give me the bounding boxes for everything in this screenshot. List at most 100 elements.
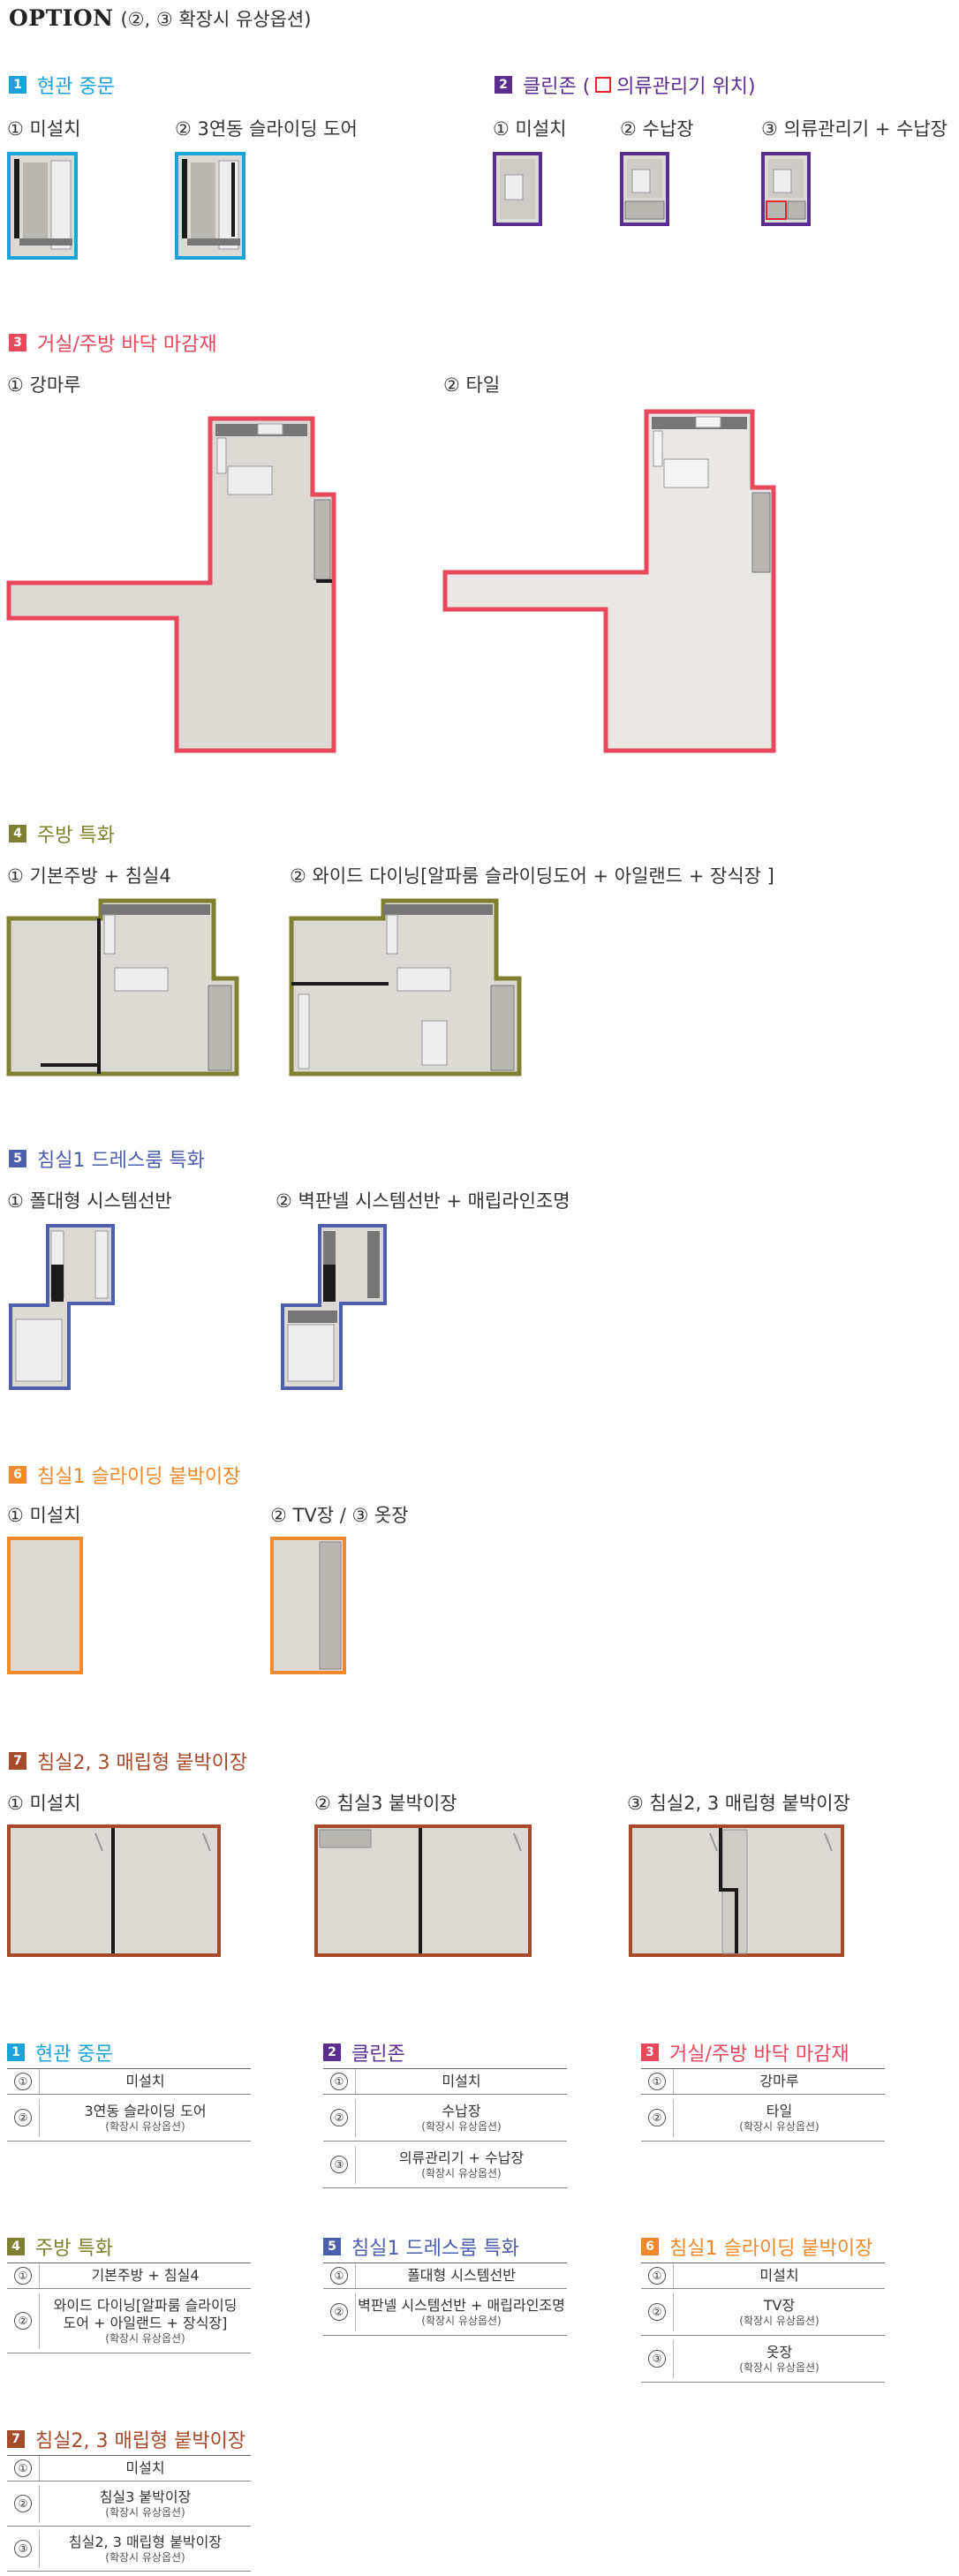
s2-plan-3-storage [787, 200, 806, 220]
s3-plan-2-cabinet [751, 492, 771, 573]
s4-option-1-label: ① 기본주방 + 침실4 [7, 865, 171, 887]
s5-option-2-plan [281, 1224, 387, 1390]
s3-plan-2-counter-side [653, 430, 663, 467]
s5-option-2-label: ② 벽판넬 시스템선반 + 매립라인조명 [276, 1190, 570, 1212]
s5-plan-1-room-floor [15, 1318, 63, 1382]
section-4-title: 4 주방 특화 [9, 820, 115, 848]
table-row-value: 강마루 [673, 2069, 885, 2094]
section-7-title: 7 침실2, 3 매립형 붙박이장 [9, 1747, 247, 1775]
s7-plan-3-door-2 [824, 1832, 833, 1852]
s2-plan-2-item [631, 169, 651, 193]
s2-option-2-label: ② 수납장 [620, 118, 694, 140]
s6-plan-2-wardrobe [319, 1541, 342, 1670]
s4-plan-1-wall-bottom [41, 1063, 101, 1067]
s2-option-1-plan [493, 152, 542, 226]
s3-plan-1-cabinet [313, 499, 331, 580]
s4-plan-2-counter-side [386, 914, 398, 955]
table-row: ② TV장(확장시 유상옵션) [641, 2289, 885, 2336]
s7-plan-1-wall [111, 1828, 115, 1953]
page-title-main: OPTION [9, 5, 114, 31]
s7-plan-2-door [513, 1832, 522, 1852]
s3-option-1-label: ① 강마루 [7, 374, 81, 396]
s7-option-3-plan [629, 1824, 844, 1957]
s2-plan-3-clothes-care [766, 200, 787, 220]
s1-plan-2-step [187, 238, 240, 246]
summary-table-6-title: 6 침실1 슬라이딩 붙박이장 [641, 2234, 885, 2260]
table-row-index: ① [323, 2073, 355, 2090]
table-row-value: 침실3 붙박이장(확장시 유상옵션) [39, 2484, 251, 2523]
table-row: ① 미설치 [641, 2263, 885, 2289]
s7-option-2-plan [314, 1824, 532, 1957]
s5-plan-2-room-floor [287, 1324, 335, 1382]
s4-plan-2-island [421, 1020, 448, 1066]
s4-plan-2-counter [383, 904, 493, 915]
table-row: ② 벽판넬 시스템선반 + 매립라인조명(확장시 유상옵션) [323, 2289, 567, 2336]
section-1-title: 1 현관 중문 [9, 71, 115, 99]
page-title: OPTION (②, ③ 확장시 유상옵션) [9, 5, 311, 32]
section-2-title: 2 클린존 ( 의류관리기 위치) [495, 71, 756, 99]
summary-table-4-number: 4 [7, 2238, 25, 2255]
summary-table-5: 5 침실1 드레스룸 특화 ① 폴대형 시스템선반 ② 벽판넬 시스템선반 + … [323, 2234, 567, 2336]
table-row: ① 폴대형 시스템선반 [323, 2263, 567, 2289]
s4-plan-1-counter [101, 904, 210, 915]
s5-plan-1-wall [51, 1265, 64, 1302]
table-row-index: ② [7, 2495, 39, 2512]
table-row-value: 타일(확장시 유상옵션) [673, 2098, 885, 2137]
section-1-number: 1 [9, 76, 26, 94]
section-7-number: 7 [9, 1752, 26, 1770]
summary-table-3-rows: ① 강마루 ② 타일(확장시 유상옵션) [641, 2068, 885, 2142]
summary-table-2: 2 클린존 ① 미설치 ② 수납장(확장시 유상옵션) ③ 의류관리기 + 수납… [323, 2040, 567, 2188]
s1-option-1-plan [7, 152, 78, 260]
table-row: ② 타일(확장시 유상옵션) [641, 2095, 885, 2142]
table-row-value: 수납장(확장시 유상옵션) [355, 2098, 567, 2137]
table-row-value: 침실2, 3 매립형 붙박이장(확장시 유상옵션) [39, 2529, 251, 2568]
s1-option-2-label: ② 3연동 슬라이딩 도어 [175, 118, 358, 140]
summary-table-1-label: 현관 중문 [35, 2043, 113, 2066]
s3-option-1-plan [6, 416, 336, 753]
summary-table-5-label: 침실1 드레스룸 특화 [351, 2238, 519, 2260]
s7-option-1-plan [7, 1824, 221, 1957]
s3-plan-1-island [227, 465, 273, 495]
s4-plan-1-counter-side [103, 914, 116, 955]
s6-option-2-plan [270, 1537, 346, 1674]
s3-option-2-label: ② 타일 [443, 374, 501, 396]
section-3-number: 3 [9, 334, 26, 351]
summary-table-6-number: 6 [641, 2238, 659, 2255]
s5-plan-2-panel-bottom [288, 1311, 337, 1323]
summary-table-3-label: 거실/주방 바닥 마감재 [669, 2043, 850, 2066]
s2-option-1-label: ① 미설치 [493, 118, 567, 140]
s4-plan-2-cabinet [490, 985, 515, 1071]
summary-table-3: 3 거실/주방 바닥 마감재 ① 강마루 ② 타일(확장시 유상옵션) [641, 2040, 885, 2142]
s1-plan-2-sliding-door [231, 162, 235, 237]
summary-table-5-rows: ① 폴대형 시스템선반 ② 벽판넬 시스템선반 + 매립라인조명(확장시 유상옵… [323, 2262, 567, 2336]
s3-plan-1-outline [6, 416, 336, 753]
s1-plan-2-cabinet [191, 162, 215, 242]
s2-plan-3-item [773, 169, 792, 193]
s7-plan-2-wardrobe [319, 1829, 372, 1848]
s5-plan-2-panel-left [323, 1231, 336, 1265]
section-5-number: 5 [9, 1150, 26, 1167]
table-row-value: 기본주방 + 침실4 [39, 2263, 251, 2288]
s7-plan-1-door-2 [202, 1832, 211, 1852]
s1-plan-1-floor-panel [50, 160, 72, 250]
table-row-index: ③ [641, 2350, 673, 2368]
table-row: ① 미설치 [7, 2069, 251, 2095]
table-row-index: ① [641, 2267, 673, 2285]
section-6-title: 6 침실1 슬라이딩 붙박이장 [9, 1461, 240, 1489]
table-row: ③ 의류관리기 + 수납장(확장시 유상옵션) [323, 2142, 567, 2188]
s3-plan-1-sink [257, 423, 283, 435]
s3-plan-2-outline [442, 409, 776, 753]
summary-table-7: 7 침실2, 3 매립형 붙박이장 ① 미설치 ② 침실3 붙박이장(확장시 유… [7, 2427, 251, 2572]
s6-option-1-label: ① 미설치 [7, 1505, 81, 1526]
summary-table-3-number: 3 [641, 2043, 659, 2061]
s2-plan-2-storage [624, 200, 665, 220]
s4-plan-2-display-cabinet [298, 993, 310, 1069]
s3-plan-2-island [663, 458, 709, 488]
s1-plan-2-wall [182, 159, 187, 238]
section-3-label: 거실/주방 바닥 마감재 [37, 334, 217, 356]
table-row-value: 미설치 [673, 2263, 885, 2288]
summary-table-7-rows: ① 미설치 ② 침실3 붙박이장(확장시 유상옵션) ③ 침실2, 3 매립형 … [7, 2455, 251, 2572]
table-row-index: ① [7, 2267, 39, 2285]
